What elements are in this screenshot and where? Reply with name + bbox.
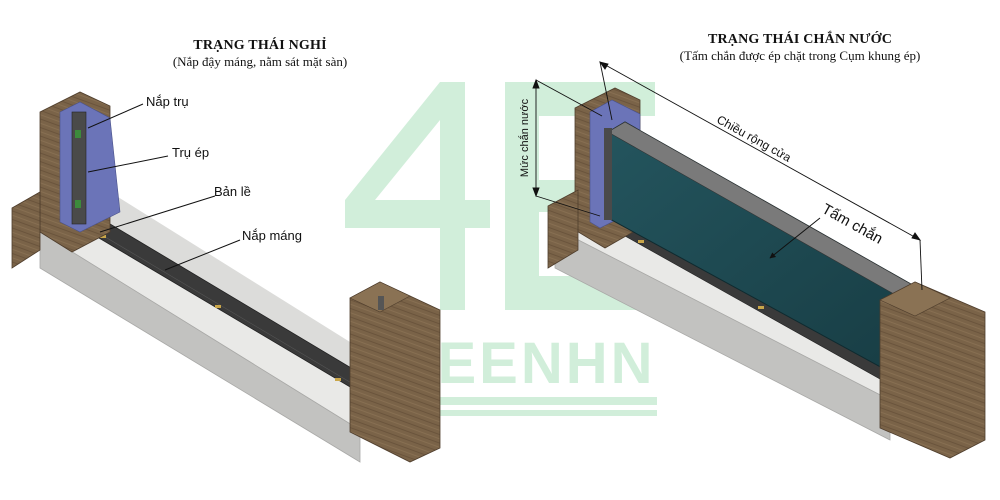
left-assembly (11, 91, 441, 463)
right-title-block: TRẠNG THÁI CHẮN NƯỚC (Tấm chắn được ép c… (600, 32, 1000, 64)
left-front-pillar (349, 281, 441, 463)
callout-ban-le: Bản lề (214, 184, 251, 199)
dim-height-label: Mức chắn nước (518, 98, 531, 177)
left-floor-back (75, 192, 430, 408)
right-subtitle: (Tấm chắn được ép chặt trong Cụm khung é… (679, 48, 921, 63)
left-press-post (71, 111, 87, 225)
logo-underline (345, 397, 657, 405)
left-pillar-lower (11, 191, 41, 269)
panel-label-arrow (769, 217, 821, 259)
right-title: TRẠNG THÁI CHẮN NƯỚC (707, 32, 893, 47)
logo-underline-2 (345, 410, 657, 416)
callout-nap-mang: Nắp máng (242, 228, 302, 243)
dim-width-label: Chiều rộng cửa (714, 112, 793, 165)
left-title-block: TRẠNG THÁI NGHỈ (Nắp đậy máng, nằm sát m… (110, 38, 410, 70)
left-floor-front (39, 231, 361, 463)
left-floor-top (39, 211, 401, 431)
left-subtitle: (Nắp đậy máng, nằm sát mặt sàn) (172, 54, 348, 69)
dimension-width (598, 61, 923, 291)
right-assembly (547, 87, 986, 459)
callout-tru-ep: Trụ ép (172, 145, 210, 160)
left-title: TRẠNG THÁI NGHỈ (193, 38, 327, 53)
right-front-pillar (879, 281, 986, 459)
dimension-height (532, 78, 603, 217)
callout-nap-tru: Nắp trụ (146, 94, 189, 109)
left-callout-lines (87, 103, 241, 271)
